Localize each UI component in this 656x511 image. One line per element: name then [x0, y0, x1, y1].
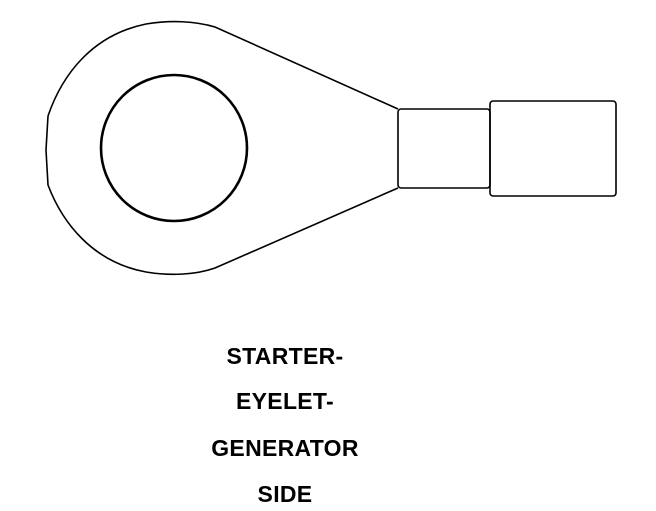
- ring-terminal-diagram: [45, 20, 617, 276]
- caption-line-2: EYELET-: [236, 388, 334, 414]
- stud-hole: [99, 73, 249, 223]
- crimp-barrel: [397, 108, 491, 189]
- eyelet-ring-outline-lower: [45, 115, 399, 276]
- eyelet-ring-outline: [47, 20, 399, 117]
- caption-line-1: STARTER-: [226, 343, 344, 369]
- caption-line-4: SIDE: [257, 481, 313, 507]
- caption-line-3: GENERATOR: [211, 435, 359, 461]
- insulation-sleeve: [489, 100, 617, 197]
